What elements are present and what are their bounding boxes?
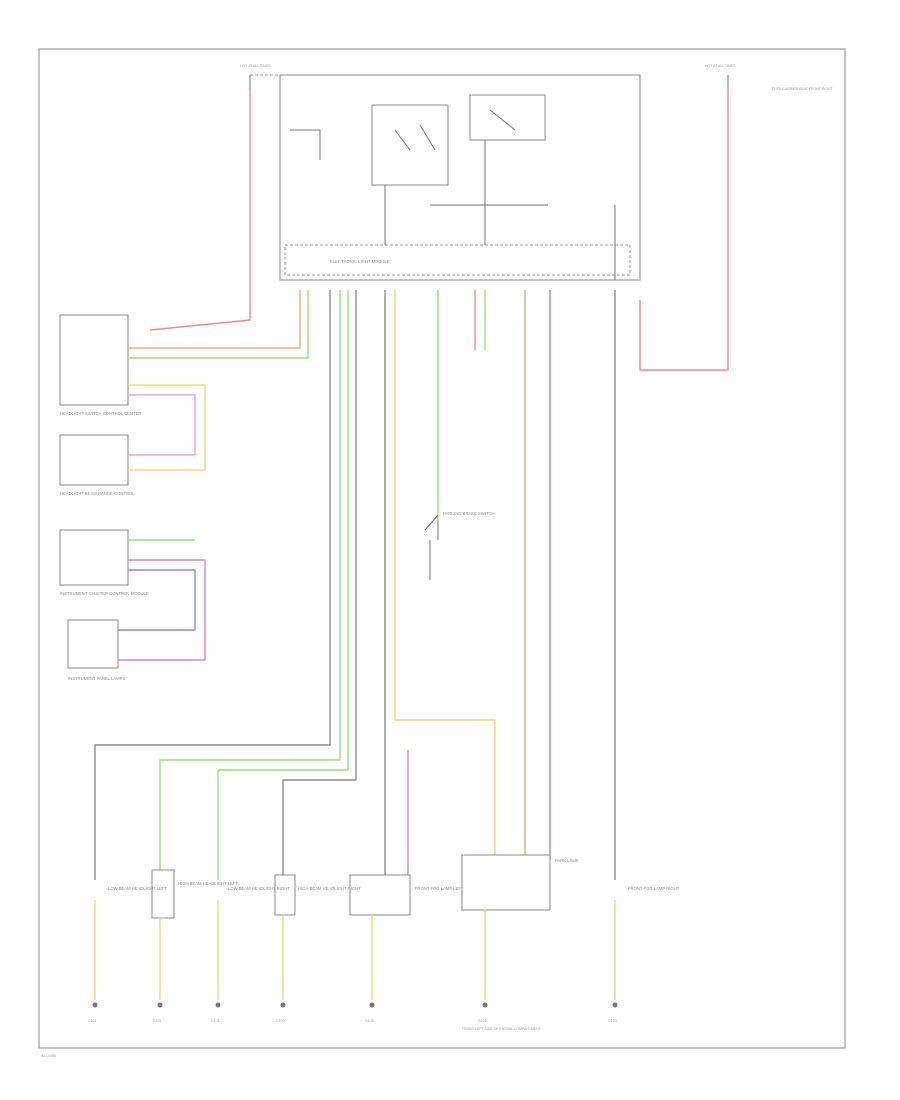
instrument-lamps-box [67,619,119,669]
fog-relay-box [349,874,411,916]
ground-symbol-5 [369,1002,375,1008]
wire-blue-lamps [118,569,196,631]
high-beam-left-label: HIGH BEAM HEADLIGHT LEFT [178,881,238,886]
ground-symbol-3 [215,1002,221,1008]
wire-green-low-beam-right [217,290,349,880]
wire-yellow-loop [128,384,206,471]
module-label: ELECTRONIC LIGHT MODULE [330,259,390,264]
wire-gray-low-beam-left [94,290,331,880]
wire-green-high-beam-left [159,290,341,880]
ground-symbols [92,1002,618,1008]
wire-gray-high-beam-right [282,290,357,880]
parking-brake-switch [424,514,439,580]
power-left-label: HOT AT ALL TIMES [240,64,271,68]
electronic-light-module [279,74,641,281]
internal-relay-1 [371,104,449,186]
high-beam-left-box [151,869,175,919]
ground-label-2: G101 [153,1019,162,1023]
wire-red-left-feed [149,90,251,331]
ground-label-6: G102 [478,1019,487,1023]
parking-brake-label: PARKING BRAKE SWITCH [443,511,495,516]
ground-label-1: G101 [88,1019,97,1023]
ground-label-4: G100 [276,1019,285,1023]
instrument-cluster-box [59,529,129,586]
power-right-label: HOT AT ALL TIMES [705,64,736,68]
wire-violet-lamps [118,559,206,661]
instrument-lamps-label: INSTRUMENT PANEL LAMPS [68,676,125,681]
low-beam-left-label: LOW BEAM HEADLIGHT LEFT [108,886,167,891]
headlight-range-label: HEADLIGHT BEAM RANGE CONTROL [60,491,135,496]
ground-note: FRONT LEFT SIDE OF ENGINE COMPARTMENT [462,1027,542,1031]
ground-symbol-4 [280,1002,286,1008]
ground-symbol-2 [157,1002,163,1008]
ground-label-3: G101 [211,1019,220,1023]
wire-pink-loop [128,394,196,456]
internal-relay-2 [469,94,546,141]
module-connector-area [284,244,631,276]
low-beam-right-label: LOW BEAM HEADLIGHT RIGHT [228,886,290,891]
fog-lamp-left-label: FRONT FOG LAMP LEFT [415,886,464,891]
ground-label-5: G105 [365,1019,374,1023]
diagram-frame [38,48,846,1049]
park-lamp-label: PARK LAMP [555,858,579,863]
fog-lamp-right-label: FRONT FOG LAMP RIGHT [628,886,680,891]
ground-symbol-7 [612,1002,618,1008]
high-beam-right-label: HIGH BEAM HEADLIGHT RIGHT [298,886,361,891]
headlight-switch-box [59,314,129,406]
high-beam-right-box [274,874,296,916]
wire-orange-1 [128,290,301,349]
module-internal-lines [384,140,616,280]
ground-symbol-6 [482,1002,488,1008]
park-relay-box [461,854,551,911]
relay-contacts [290,109,516,160]
headlight-range-box [59,434,129,486]
page-code: WD-0085 [41,1054,56,1058]
wire-yellow-fog-right [394,290,496,860]
wire-red-right-feed [639,90,729,371]
ground-label-7: G100 [608,1019,617,1023]
headlight-switch-label: HEADLIGHT SWITCH CONTROL CENTER [60,411,141,416]
fuse-right-note: FUSE CARRIER SEAT FRONT RIGHT [772,87,834,91]
ground-symbol-1 [92,1002,98,1008]
wire-green-1 [128,290,309,359]
instrument-cluster-label: INSTRUMENT CLUSTER CONTROL MODULE [60,591,149,596]
